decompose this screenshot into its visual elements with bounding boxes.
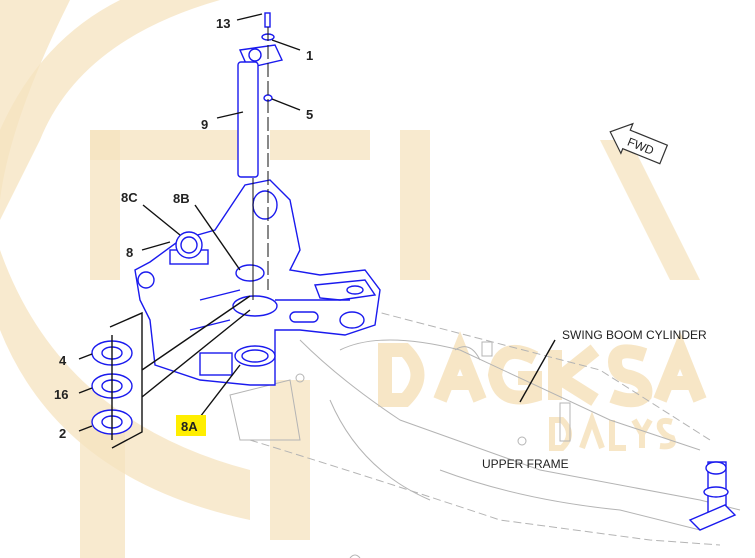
callout-1[interactable]: 1 <box>306 48 313 63</box>
swing-boom-cylinder-label: SWING BOOM CYLINDER <box>562 328 707 342</box>
callout-8[interactable]: 8 <box>126 245 133 260</box>
watermark-logo <box>0 0 707 558</box>
callout-8b[interactable]: 8B <box>173 191 190 206</box>
swing-bracket-drawing <box>134 179 381 386</box>
callout-9[interactable]: 9 <box>201 117 208 132</box>
callout-16[interactable]: 16 <box>54 387 68 402</box>
callout-8c[interactable]: 8C <box>121 190 138 205</box>
callout-4[interactable]: 4 <box>59 353 67 368</box>
forward-direction-arrow: FWD <box>609 122 669 165</box>
washer-stack <box>91 295 251 449</box>
callout-5[interactable]: 5 <box>306 107 313 122</box>
pin-assembly-drawing <box>237 12 737 531</box>
upper-frame-drawing <box>229 309 741 558</box>
upper-frame-label: UPPER FRAME <box>482 457 569 471</box>
callout-13[interactable]: 13 <box>216 16 230 31</box>
callout-2[interactable]: 2 <box>59 426 66 441</box>
callout-8a[interactable]: 8A <box>181 419 198 434</box>
watermark-lettering <box>378 331 707 451</box>
leader-lines <box>78 13 556 432</box>
callout-highlight <box>176 415 206 436</box>
